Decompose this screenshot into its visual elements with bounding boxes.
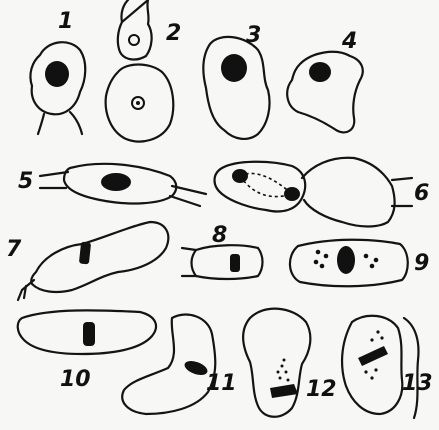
cell-5 bbox=[40, 164, 206, 206]
cell-1 bbox=[30, 42, 85, 134]
label-12: 12 bbox=[306, 377, 337, 402]
label-10: 10 bbox=[60, 367, 91, 392]
label-5: 5 bbox=[18, 169, 33, 194]
cell-13 bbox=[342, 316, 418, 418]
label-1: 1 bbox=[58, 9, 73, 34]
label-8: 8 bbox=[212, 223, 227, 248]
label-4: 4 bbox=[341, 29, 357, 54]
cell-9 bbox=[290, 240, 408, 287]
cell-4 bbox=[287, 52, 363, 133]
label-3: 3 bbox=[246, 23, 261, 48]
label-6: 6 bbox=[414, 181, 429, 206]
cell-6 bbox=[215, 158, 413, 227]
cell-2 bbox=[106, 0, 174, 142]
cell-3 bbox=[203, 37, 269, 139]
cell-10 bbox=[18, 310, 156, 354]
cell-7 bbox=[18, 222, 168, 300]
cell-12 bbox=[243, 309, 310, 417]
label-11: 11 bbox=[206, 371, 237, 396]
label-9: 9 bbox=[414, 251, 429, 276]
cell-11 bbox=[122, 315, 215, 414]
label-13: 13 bbox=[402, 371, 433, 396]
label-2: 2 bbox=[166, 21, 181, 46]
label-7: 7 bbox=[6, 237, 22, 262]
cell-8 bbox=[182, 245, 263, 279]
